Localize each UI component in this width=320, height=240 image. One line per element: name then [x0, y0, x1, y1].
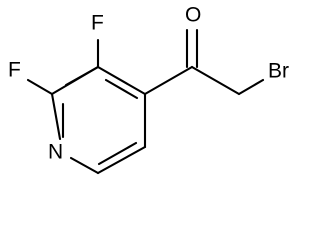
- atom-label-f-3: F: [91, 12, 104, 35]
- atom-label-br: Br: [268, 60, 289, 83]
- bond-carbonyl-ch2: [190, 65, 241, 96]
- bond-c2-c3-left: [50, 65, 100, 96]
- atom-label-o: O: [185, 4, 201, 27]
- aromatic-inner-bond-2: [104, 78, 139, 100]
- bond-ch2-br: [237, 78, 265, 96]
- bond-c2-f: [26, 78, 54, 96]
- bond-c6-n: [69, 156, 100, 175]
- aromatic-inner-bond-3: [97, 141, 138, 166]
- bond-c3-c4: [96, 65, 147, 96]
- chemical-structure: F F N O Br: [8, 4, 289, 175]
- bond-c5-c6: [96, 145, 147, 175]
- atom-label-n: N: [48, 141, 63, 164]
- bond-n-c2: [50, 92, 62, 141]
- bond-c4-carbonyl: [143, 65, 194, 96]
- atom-label-f-2: F: [8, 59, 21, 82]
